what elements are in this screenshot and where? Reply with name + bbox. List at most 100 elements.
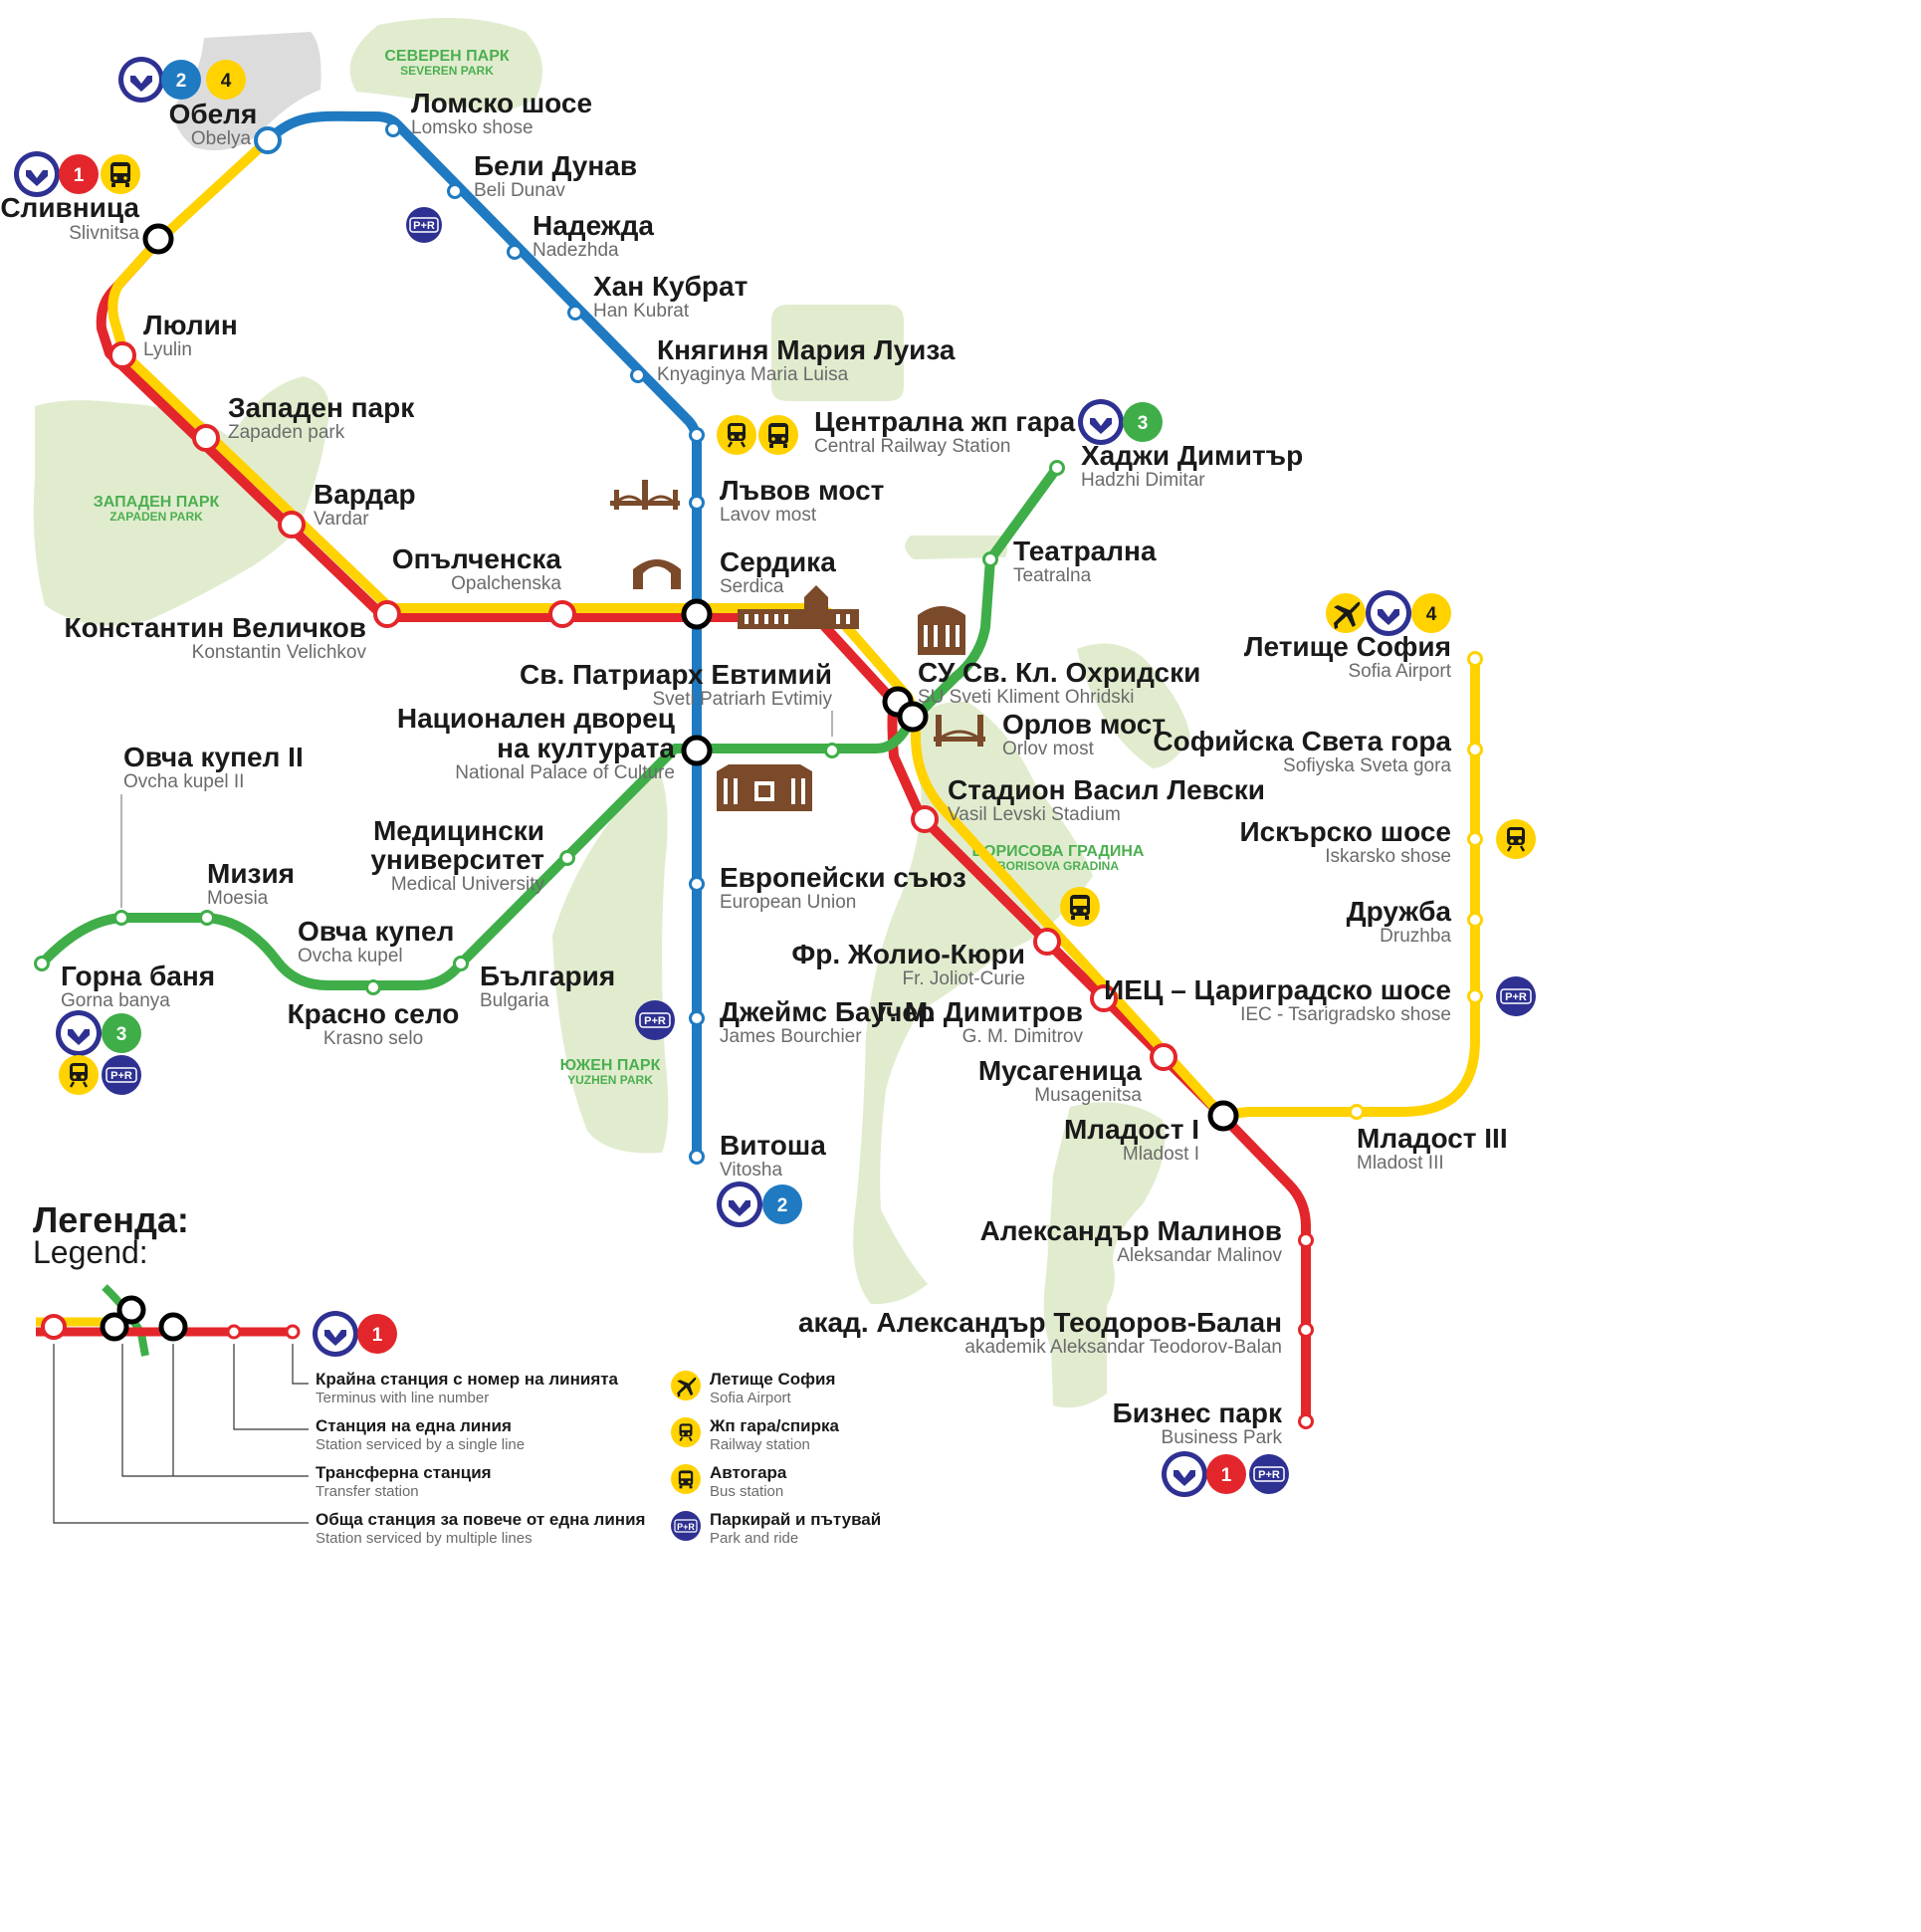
station-label[interactable]: Софийска Света гора [1153, 726, 1451, 756]
station-label[interactable]: Хаджи Димитър [1081, 440, 1303, 471]
multi-line-station-marker[interactable] [192, 424, 220, 452]
station-label[interactable]: Опълченска [392, 543, 562, 574]
station-marker[interactable] [1298, 1232, 1314, 1248]
station-marker[interactable] [1467, 831, 1483, 847]
multi-line-station-marker[interactable] [278, 511, 306, 538]
station-label[interactable]: Централна жп гара [814, 406, 1076, 437]
station-label[interactable]: Красно село [288, 998, 460, 1029]
station-label[interactable]: Летище София [1244, 631, 1451, 662]
station-label[interactable]: Сливница [0, 192, 139, 223]
multi-line-station-marker[interactable] [108, 341, 136, 369]
station-label[interactable]: Княгиня Мария Луиза [657, 334, 956, 365]
station-marker[interactable] [447, 183, 463, 199]
station-marker[interactable] [1467, 988, 1483, 1004]
station-label[interactable]: Мизия [207, 858, 295, 889]
station-marker[interactable] [630, 367, 646, 383]
station-label[interactable]: Овча купел II [123, 742, 304, 772]
station-label[interactable]: акад. Александър Теодоров-Балан [798, 1307, 1282, 1338]
line-4-yellow[interactable] [107, 135, 1480, 1123]
transfer-station-marker[interactable] [142, 223, 174, 255]
station-label[interactable]: Лъвов мост [720, 475, 884, 506]
transfer-station-marker[interactable] [1207, 1100, 1239, 1132]
station-label[interactable]: Сердика [720, 546, 836, 577]
station-label-latin: Zapaden park [228, 422, 345, 443]
station-marker[interactable] [113, 910, 129, 926]
legend-multi-label: Обща станция за повече от една линия [316, 1510, 645, 1529]
station-label[interactable]: Искърско шосе [1239, 816, 1451, 847]
station-label[interactable]: Витоша [720, 1130, 826, 1161]
multi-line-station-marker[interactable] [911, 805, 939, 833]
station-label[interactable]: Джеймс Баучер [720, 996, 935, 1027]
metro-icon [14, 151, 60, 197]
station-label[interactable]: Младост I [1064, 1114, 1199, 1145]
station-label[interactable]: Овча купел [298, 916, 454, 947]
station-marker[interactable] [1349, 1104, 1365, 1120]
station-marker[interactable] [689, 876, 705, 892]
multi-line-station-marker[interactable] [373, 600, 401, 628]
station-marker[interactable] [453, 956, 469, 971]
station-label[interactable]: Александър Малинов [980, 1215, 1282, 1246]
station-label[interactable]: Младост III [1357, 1123, 1508, 1154]
station-label[interactable]: Орлов мост [1002, 709, 1166, 740]
line-1-red[interactable] [96, 236, 1311, 1428]
station-label-latin: Musagenitsa [1034, 1085, 1142, 1106]
station-label[interactable]: Стадион Васил Левски [948, 774, 1265, 805]
station-label[interactable]: Европейски съюз [720, 862, 966, 893]
station-label[interactable]: Мусагеница [978, 1055, 1143, 1086]
train-icon [1496, 819, 1536, 859]
station-label[interactable]: университет [370, 844, 544, 875]
station-label[interactable]: Медицински [373, 815, 544, 846]
station-marker[interactable] [1467, 651, 1483, 667]
station-marker[interactable] [689, 495, 705, 511]
train-icon [717, 415, 756, 455]
station-marker[interactable] [365, 979, 381, 995]
station-label[interactable]: Бели Дунав [474, 150, 637, 181]
station-label[interactable]: Ломско шосе [411, 88, 592, 118]
station-marker[interactable] [689, 427, 705, 443]
station-label[interactable]: Надежда [533, 210, 654, 241]
station-label[interactable]: България [480, 961, 615, 991]
station-label[interactable]: Хан Кубрат [593, 271, 747, 302]
station-marker[interactable] [1298, 1322, 1314, 1338]
station-marker[interactable] [34, 956, 50, 971]
station-marker[interactable] [559, 850, 575, 866]
station-label[interactable]: Вардар [314, 479, 416, 510]
station-label[interactable]: Дружба [1347, 896, 1452, 927]
station-marker[interactable] [824, 743, 840, 758]
station-label[interactable]: Люлин [143, 310, 238, 340]
station-label[interactable]: на културата [497, 733, 675, 763]
station-label[interactable]: Национален дворец [397, 703, 675, 734]
transfer-station-marker[interactable] [681, 735, 713, 766]
station-label[interactable]: Обеля [169, 99, 258, 129]
station-label[interactable]: Бизнес парк [1113, 1397, 1283, 1428]
station-label[interactable]: СУ Св. Кл. Охридски [918, 657, 1200, 688]
multi-line-station-marker[interactable] [1090, 984, 1118, 1012]
transfer-station-marker[interactable] [681, 598, 713, 630]
multi-line-station-marker[interactable] [1150, 1043, 1177, 1071]
station-label[interactable]: Горна баня [61, 961, 215, 991]
station-marker[interactable] [982, 551, 998, 567]
station-marker[interactable] [507, 244, 523, 260]
park-label-yuzhen-latin: YUZHEN PARK [567, 1073, 653, 1087]
multi-line-station-marker[interactable] [254, 126, 282, 154]
station-marker[interactable] [1049, 460, 1065, 476]
station-label[interactable]: Западен парк [228, 392, 415, 423]
station-label[interactable]: Фр. Жолио-Кюри [791, 939, 1025, 969]
transfer-station-marker[interactable] [897, 701, 929, 733]
station-label[interactable]: Театрална [1013, 536, 1157, 566]
station-marker[interactable] [1467, 912, 1483, 928]
station-marker[interactable] [385, 121, 401, 137]
station-label[interactable]: ИЕЦ – Цариградско шосе [1104, 974, 1451, 1005]
station-marker[interactable] [1467, 742, 1483, 757]
station-marker[interactable] [1298, 1413, 1314, 1429]
station-label[interactable]: Константин Величков [64, 612, 366, 643]
multi-line-station-marker[interactable] [1033, 928, 1061, 956]
station-marker[interactable] [689, 1149, 705, 1165]
metro-icon [56, 1010, 102, 1056]
station-marker[interactable] [199, 910, 215, 926]
station-label[interactable]: Св. Патриарх Евтимий [520, 659, 832, 690]
station-marker[interactable] [689, 1010, 705, 1026]
multi-line-station-marker[interactable] [548, 600, 576, 628]
station-label[interactable]: Г. М. Димитров [877, 996, 1083, 1027]
station-marker[interactable] [567, 305, 583, 321]
